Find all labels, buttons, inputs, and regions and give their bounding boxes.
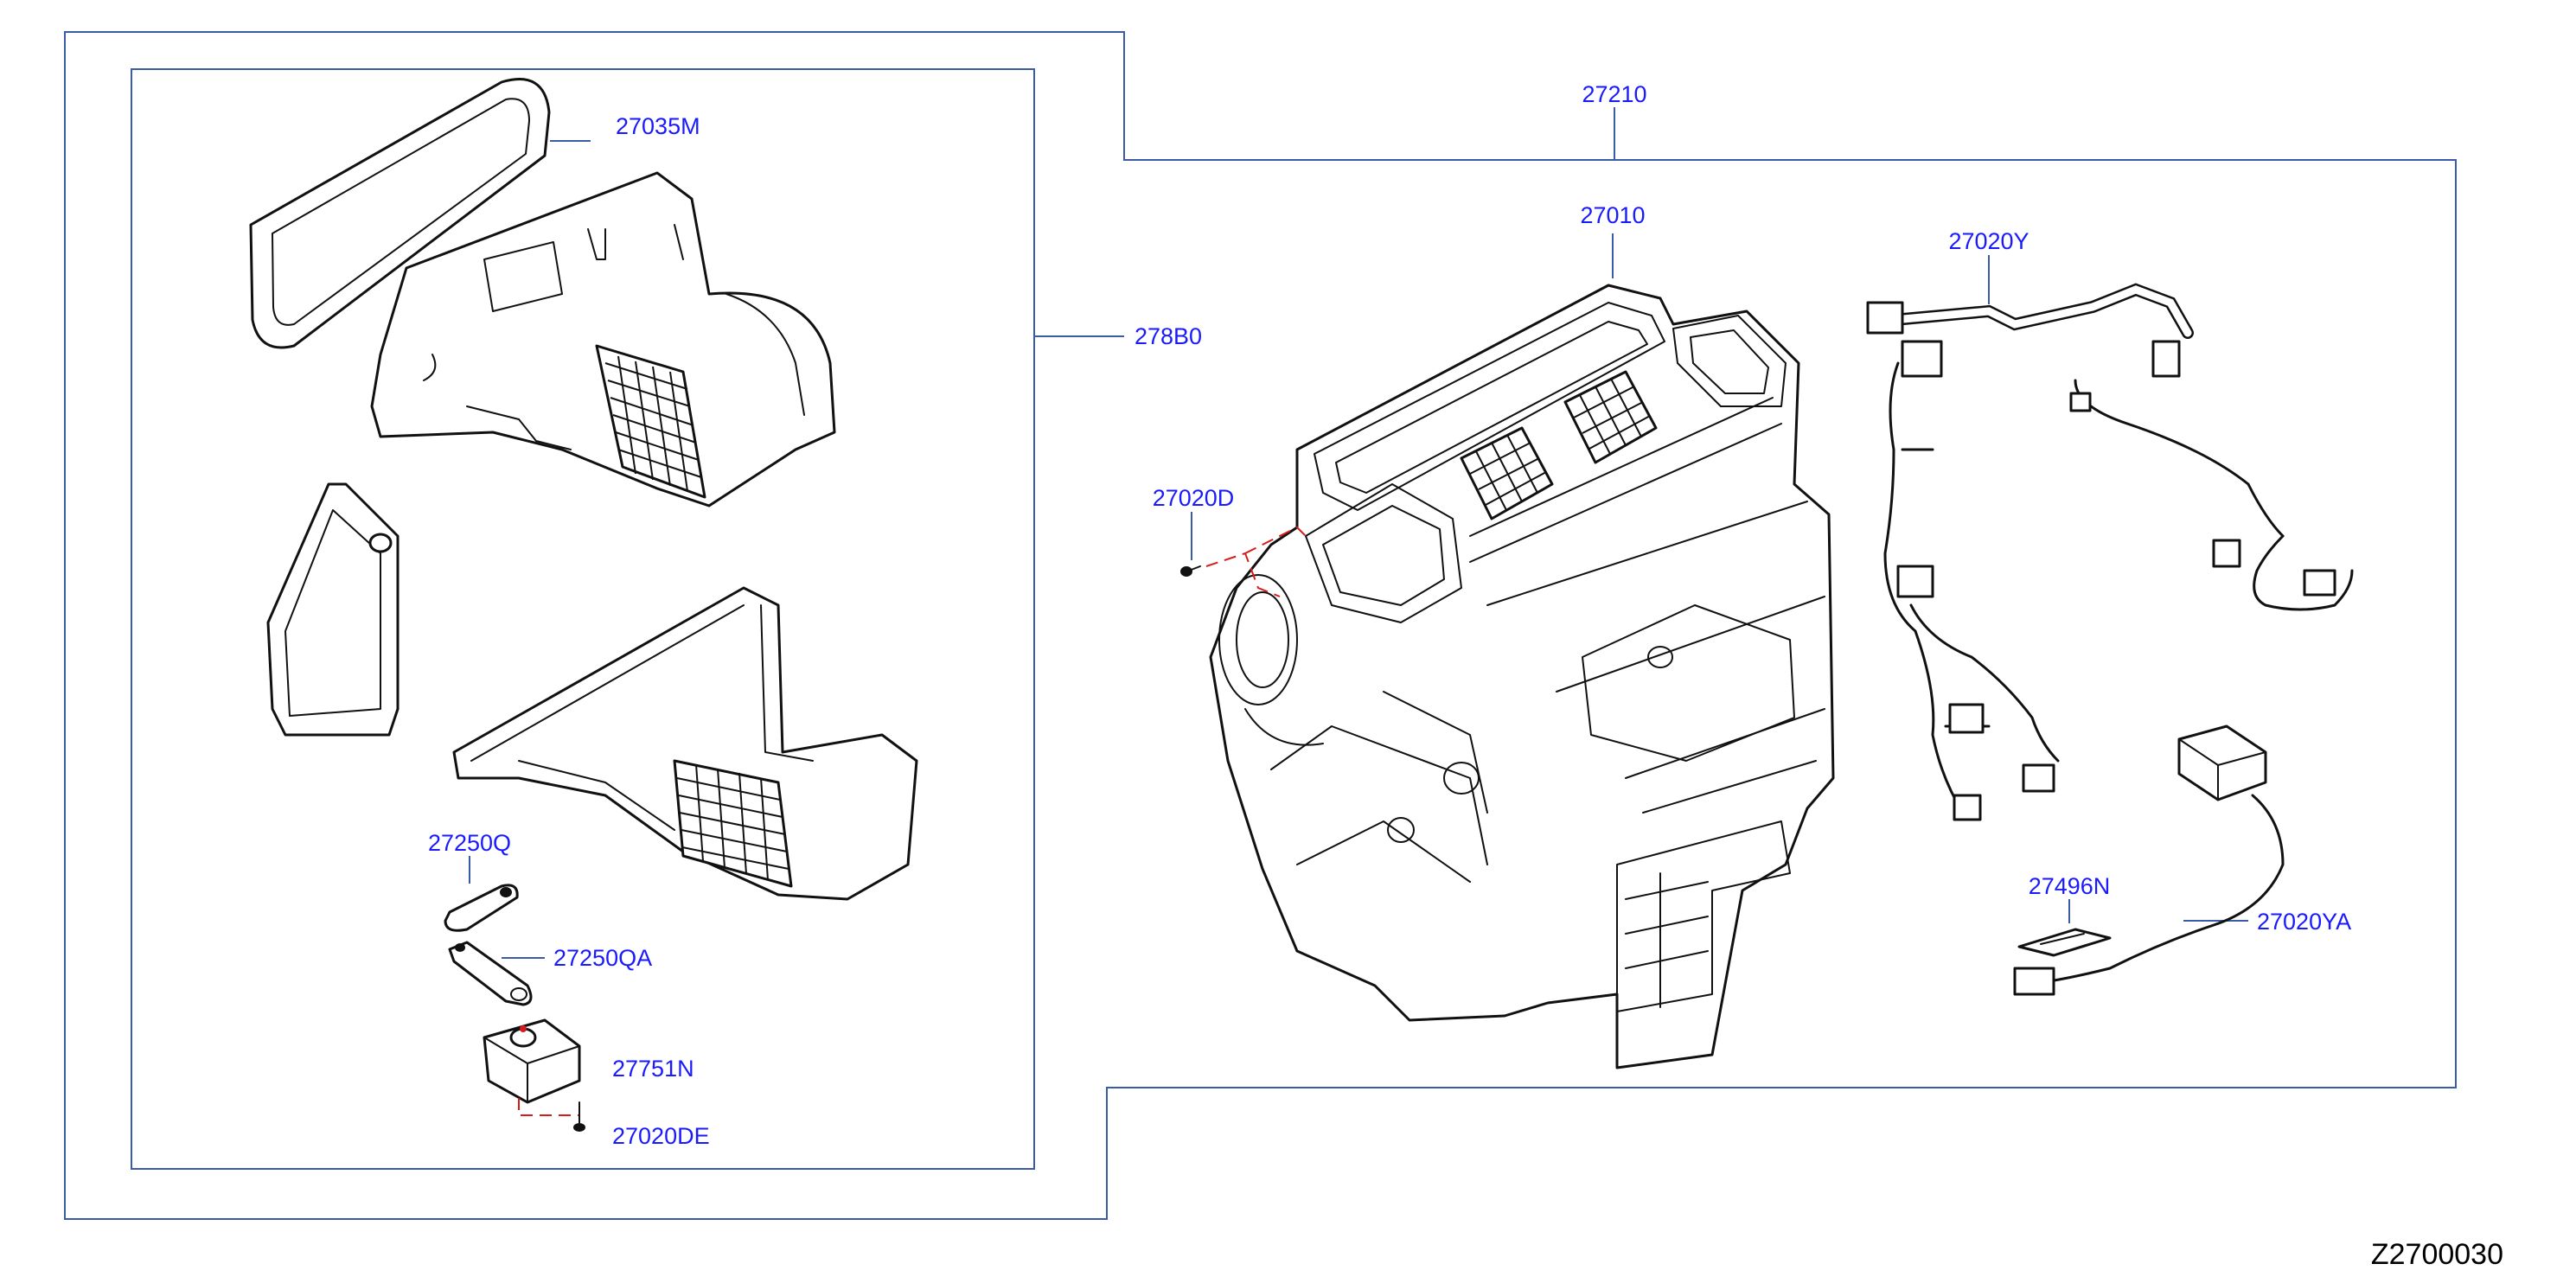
harness-connector-1 [1866, 301, 1904, 335]
part-27010-heater-unit[interactable] [1205, 284, 1835, 1069]
upper-duct-grid [595, 344, 706, 499]
harness-connector-5 [2212, 539, 2241, 568]
harness-connector-8 [2022, 763, 2055, 793]
harness-connector-2 [1901, 340, 1943, 378]
outer-frame-27210 [64, 31, 2457, 1220]
callout-27250Q[interactable]: 27250Q [428, 830, 511, 856]
callout-27496N[interactable]: 27496N [2029, 873, 2111, 899]
part-27496N-clip[interactable] [2017, 928, 2112, 957]
callout-27250QA[interactable]: 27250QA [553, 945, 652, 971]
part-27020D-screw[interactable] [1180, 565, 1201, 577]
frame-group [64, 31, 2457, 1220]
part-27035M-gasket[interactable] [249, 78, 551, 349]
callout-27020D[interactable]: 27020D [1153, 485, 1235, 511]
part-27751N-actuator[interactable] [483, 1018, 581, 1116]
harness-connector-7 [1948, 703, 1985, 734]
part-upper-duct-housing [370, 171, 836, 507]
harness-connector-6 [2303, 569, 2336, 597]
part-27250QA-link[interactable] [448, 941, 533, 1006]
part-lower-duct-housing [452, 586, 918, 901]
callout-27751N[interactable]: 27751N [612, 1056, 694, 1082]
harness-connector-10 [2069, 392, 2092, 412]
callout-278B0[interactable]: 278B0 [1135, 323, 1202, 349]
callout-27010[interactable]: 27010 [1580, 202, 1645, 228]
callout-27020YA[interactable]: 27020YA [2257, 909, 2351, 935]
part-side-duct [266, 482, 400, 737]
leader-lines [469, 107, 2248, 959]
part-27250Q-lever[interactable] [444, 884, 519, 932]
diagram-id-code: Z2700030 [2371, 1238, 2503, 1271]
callout-27020Y[interactable]: 27020Y [1948, 228, 2029, 254]
harness-connector-9 [1953, 794, 1982, 821]
harness-ya-connector [2013, 967, 2055, 996]
part-27020Y-harness[interactable] [1866, 283, 2354, 821]
lower-duct-grid [673, 759, 793, 888]
callout-27210[interactable]: 27210 [1582, 81, 1646, 107]
callout-27020DE[interactable]: 27020DE [612, 1123, 710, 1149]
callout-labels: 27210 278B0 27035M 27010 27020Y 27020D 2… [428, 81, 2351, 1149]
part-27020YA-harness[interactable] [2013, 724, 2285, 996]
part-27020DE-screw[interactable] [573, 1101, 585, 1132]
heater-top-grille-left [1460, 426, 1554, 520]
harness-connector-3 [2151, 340, 2181, 378]
inner-frame-278B0 [131, 68, 1035, 1170]
callout-27035M[interactable]: 27035M [616, 113, 700, 139]
heater-top-grille-right [1563, 370, 1658, 464]
harness-connector-4 [1896, 565, 1934, 598]
